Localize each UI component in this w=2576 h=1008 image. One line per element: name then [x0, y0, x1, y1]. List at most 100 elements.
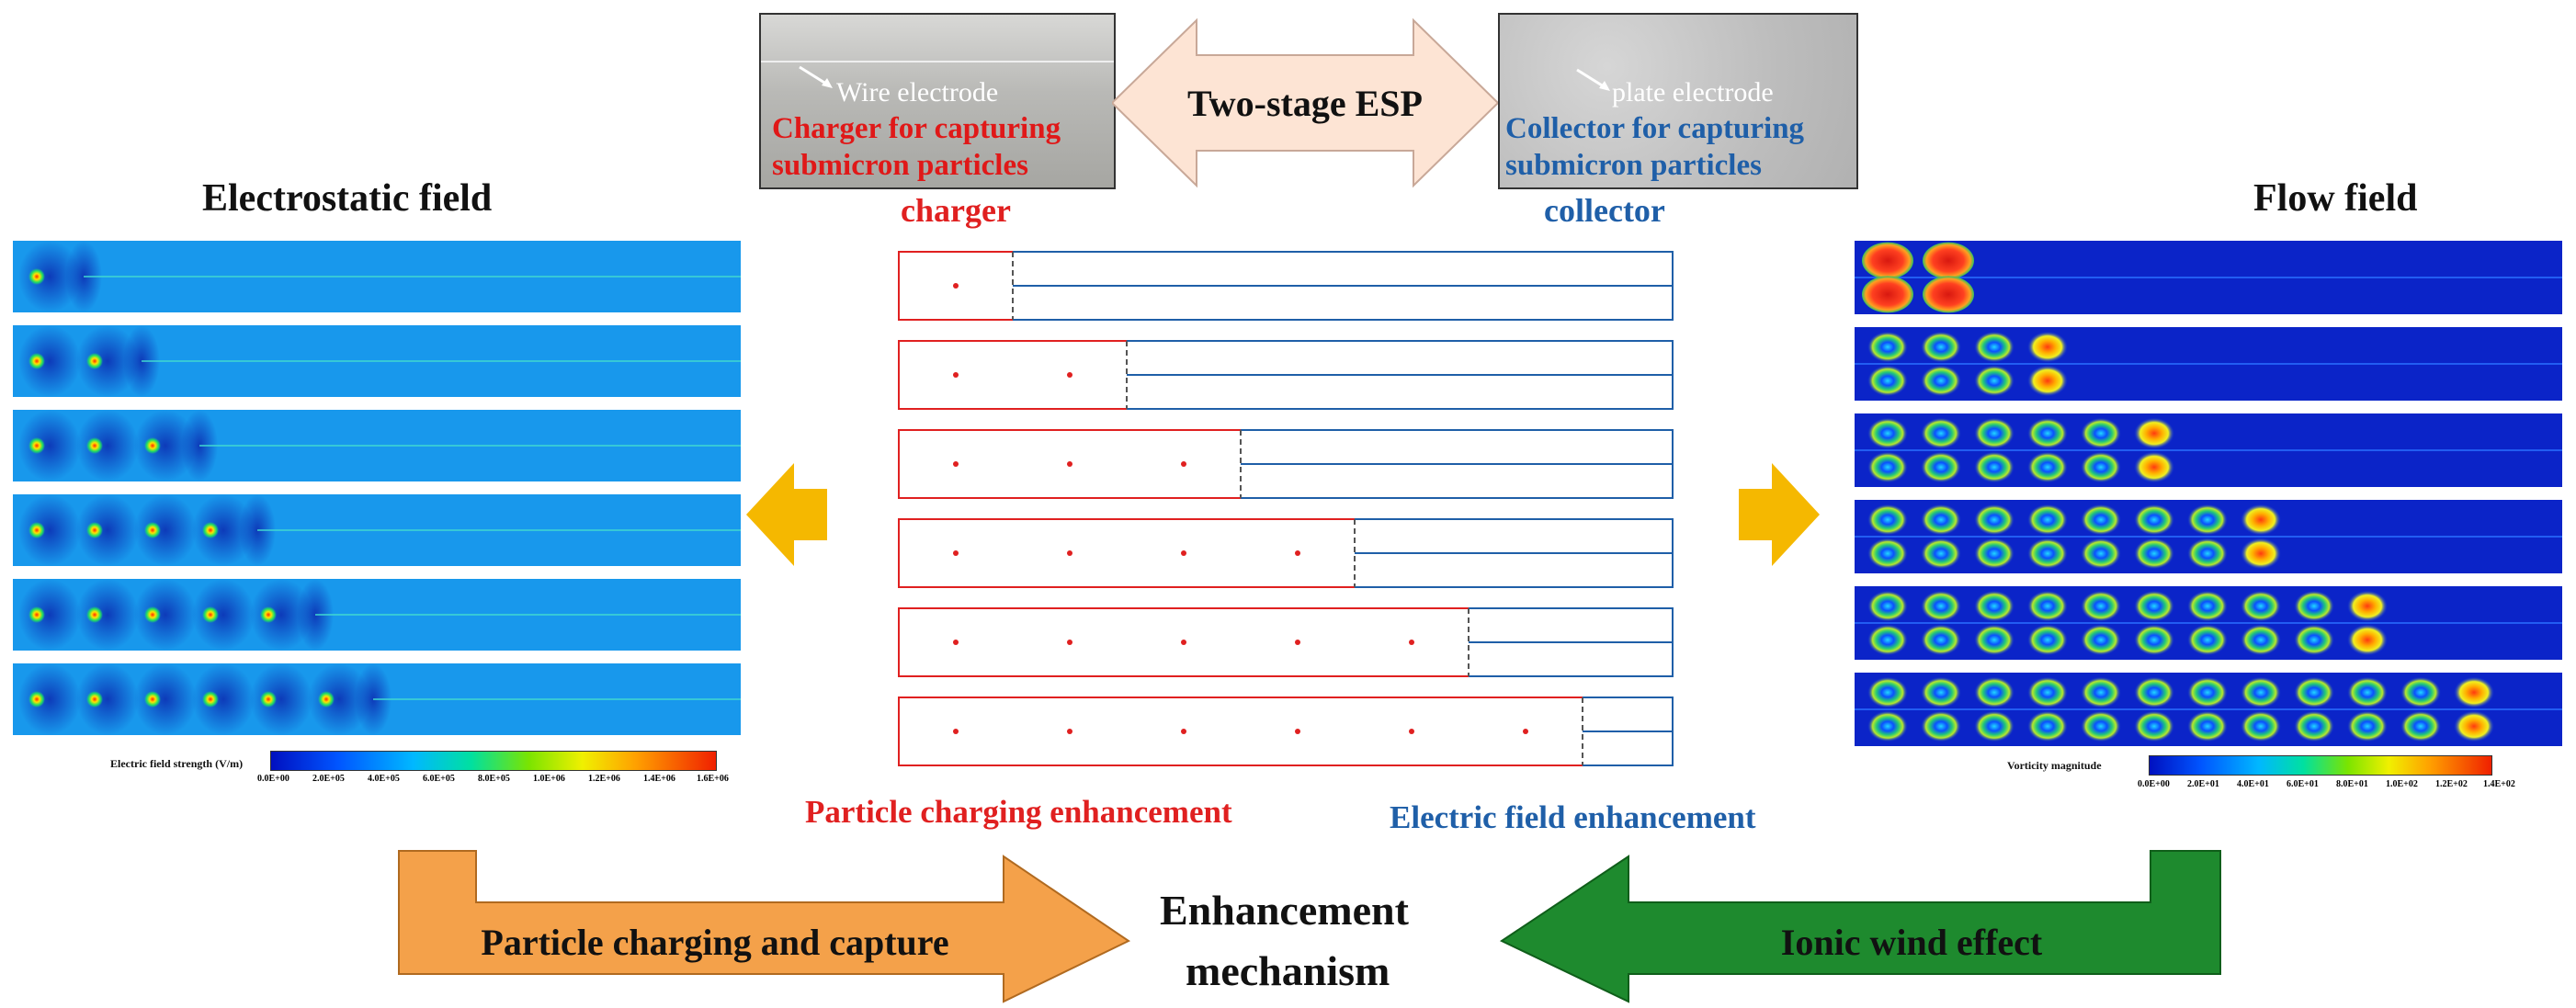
vortex-cell — [2027, 331, 2068, 363]
ionic-wind-arrow: Ionic wind effect — [1499, 850, 2221, 1003]
vortex-cell — [1862, 276, 1913, 313]
field-well — [18, 494, 81, 566]
charger-section — [898, 340, 1127, 410]
colorbar-tick: 6.0E+01 — [2287, 779, 2319, 789]
esp-configuration — [898, 607, 1674, 677]
colorbar-tick: 2.0E+01 — [2187, 779, 2219, 789]
colorbar-tick: 8.0E+01 — [2336, 779, 2368, 789]
wire-electrode-marker — [28, 606, 45, 623]
field-well — [134, 663, 197, 735]
field-well — [18, 325, 81, 397]
field-well — [76, 494, 139, 566]
vortex-cell — [2081, 590, 2121, 622]
wire-electrode-marker — [28, 691, 45, 708]
colorbar-tick: 8.0E+05 — [478, 774, 510, 784]
vortex-cell — [1923, 242, 1974, 279]
particle-charging-arrow: Particle charging and capture — [398, 850, 1130, 1003]
vortex-cell — [1867, 676, 1908, 708]
wire-electrode-marker — [86, 522, 103, 538]
vortex-cell — [2081, 417, 2121, 449]
flow-panel — [1855, 413, 2562, 487]
ionic-wind-effect-label: Ionic wind effect — [1781, 922, 2043, 963]
wire-electrode-marker — [144, 522, 161, 538]
colorbar-tick: 1.4E+02 — [2483, 779, 2515, 789]
vortex-cell — [1867, 538, 1908, 570]
vortex-cell — [1921, 504, 1961, 536]
field-well — [18, 663, 81, 735]
wire-electrode-marker — [86, 353, 103, 369]
vortex-cell — [1921, 417, 1961, 449]
vortex-cell — [1921, 331, 1961, 363]
wire-electrode-dot — [953, 550, 959, 556]
vortex-cell — [2081, 710, 2121, 742]
esp-configuration — [898, 429, 1674, 499]
wire-electrode-marker — [202, 691, 219, 708]
field-panel — [13, 494, 741, 566]
wire-electrode-dot — [1409, 729, 1414, 734]
field-well — [192, 494, 255, 566]
flow-field-plot — [1855, 241, 2562, 746]
enhancement-mechanism-line1: Enhancement — [1160, 887, 1409, 934]
vortex-cell — [1862, 242, 1913, 279]
vortex-cell — [2027, 365, 2068, 397]
pointer-arrow-icon — [1576, 68, 1610, 91]
two-stage-esp-label: Two-stage ESP — [1187, 83, 1423, 124]
vortex-cell — [1867, 710, 1908, 742]
wire-electrode-dot — [1067, 550, 1072, 556]
colorbar-tick: 0.0E+00 — [2138, 779, 2170, 789]
vortex-cell — [1867, 365, 1908, 397]
vortex-cell — [2400, 676, 2441, 708]
vortex-cell — [1867, 624, 1908, 656]
field-panel — [13, 325, 741, 397]
colorbar-tick: 4.0E+01 — [2237, 779, 2269, 789]
vortex-cell — [2081, 538, 2121, 570]
wire-electrode-marker — [86, 606, 103, 623]
vortex-cell — [2187, 504, 2228, 536]
pointer-arrow-icon — [799, 65, 833, 88]
wire-electrode-marker — [202, 522, 219, 538]
vortex-cell — [2454, 676, 2494, 708]
charger-caption-line1: Charger for capturing — [772, 112, 1061, 145]
wire-electrode-dot — [1067, 640, 1072, 645]
charger-section — [898, 607, 1469, 677]
vortex-cell — [2347, 676, 2388, 708]
left-yellow-arrow — [746, 463, 827, 566]
vortex-cell — [2081, 451, 2121, 483]
vortex-cell — [2134, 538, 2174, 570]
colorbar-tick: 4.0E+05 — [368, 774, 400, 784]
collector-caption-line1: Collector for capturing — [1505, 112, 1805, 145]
electrostatic-field-plot — [13, 241, 741, 735]
field-well — [192, 663, 255, 735]
wire-electrode-dot — [1181, 550, 1186, 556]
esp-configuration — [898, 251, 1674, 321]
colorbar-tick: 6.0E+05 — [423, 774, 455, 784]
vortex-cell — [2081, 624, 2121, 656]
electrostatic-field-title: Electrostatic field — [202, 177, 493, 220]
field-panel — [13, 241, 741, 312]
field-well — [76, 579, 139, 651]
wire-electrode-dot — [1295, 550, 1300, 556]
vortex-cell — [1867, 504, 1908, 536]
plate-electrode-label: plate electrode — [1612, 77, 1774, 108]
field-well — [134, 410, 197, 481]
vortex-cell — [1867, 417, 1908, 449]
flow-field-panels — [1855, 241, 2562, 755]
wire-electrode-dot — [1067, 461, 1072, 467]
wire-electrode-marker — [28, 268, 45, 285]
wire-electrode-dot — [953, 372, 959, 378]
charger-caption-line2: submicron particles — [772, 149, 1028, 182]
vortex-cell — [1974, 451, 2014, 483]
wire-electrode-photo: Wire electrode Charger for capturing sub… — [759, 13, 1116, 189]
wire-electrode-dot — [953, 461, 959, 467]
vortex-cell — [2294, 710, 2334, 742]
charger-section — [898, 518, 1355, 588]
vortex-cell — [1867, 590, 1908, 622]
charger-section — [898, 697, 1583, 766]
vortex-cell — [1974, 676, 2014, 708]
vortex-cell — [2134, 676, 2174, 708]
esp-configurations-diagram — [898, 251, 1674, 766]
vortex-cell — [2134, 451, 2174, 483]
vortex-cell — [2294, 624, 2334, 656]
electrostatic-field-panels — [13, 241, 741, 755]
vortex-cell — [2400, 710, 2441, 742]
